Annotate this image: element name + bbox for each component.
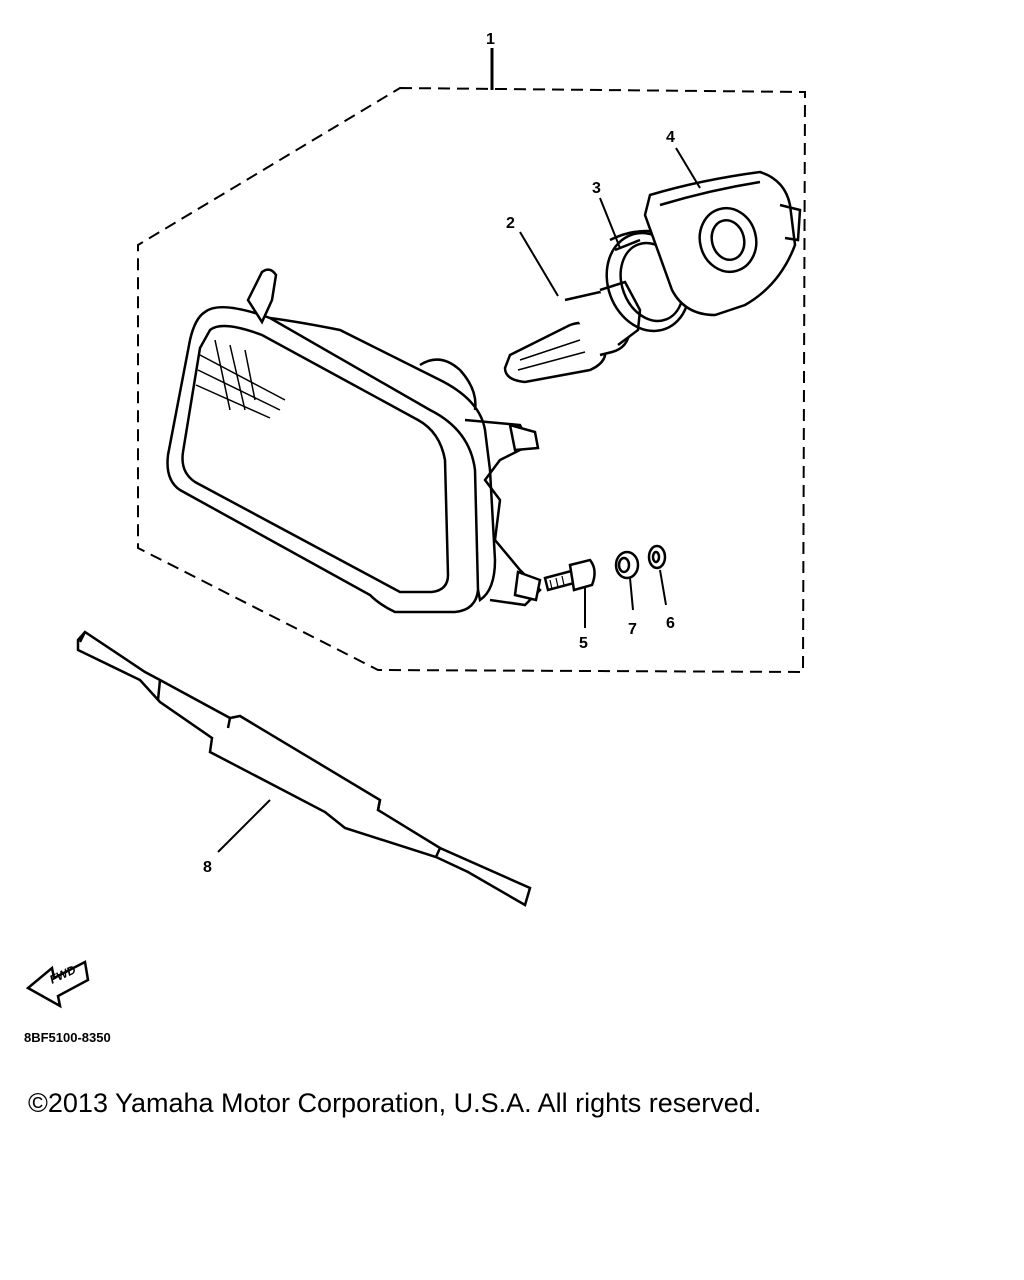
leader-2	[519, 231, 559, 297]
leader-4	[675, 147, 701, 189]
nut-washer	[647, 544, 667, 570]
callout-5: 5	[579, 635, 588, 652]
leader-3	[599, 197, 621, 249]
adjusting-screw	[543, 558, 596, 592]
dust-cover	[643, 170, 802, 317]
headlight-bulb	[503, 280, 642, 384]
callout-3: 3	[592, 180, 601, 197]
headlight-unit	[166, 268, 542, 614]
part-code: 8BF5100-8350	[24, 1030, 111, 1045]
callout-2: 2	[506, 215, 515, 232]
callout-7: 7	[628, 621, 637, 638]
headlight-stay	[76, 630, 532, 907]
copyright-notice: ©2013 Yamaha Motor Corporation, U.S.A. A…	[28, 1088, 762, 1118]
leader-6	[659, 569, 667, 606]
assembly-boundary	[137, 86, 807, 674]
callout-1: 1	[486, 31, 495, 48]
leader-8	[217, 799, 271, 853]
spring-collar	[614, 550, 640, 580]
callout-6: 6	[666, 615, 675, 632]
callout-4: 4	[666, 129, 675, 146]
callout-8: 8	[203, 859, 212, 876]
fwd-arrow-icon: FWD	[25, 960, 90, 1009]
leader-7	[629, 577, 634, 611]
